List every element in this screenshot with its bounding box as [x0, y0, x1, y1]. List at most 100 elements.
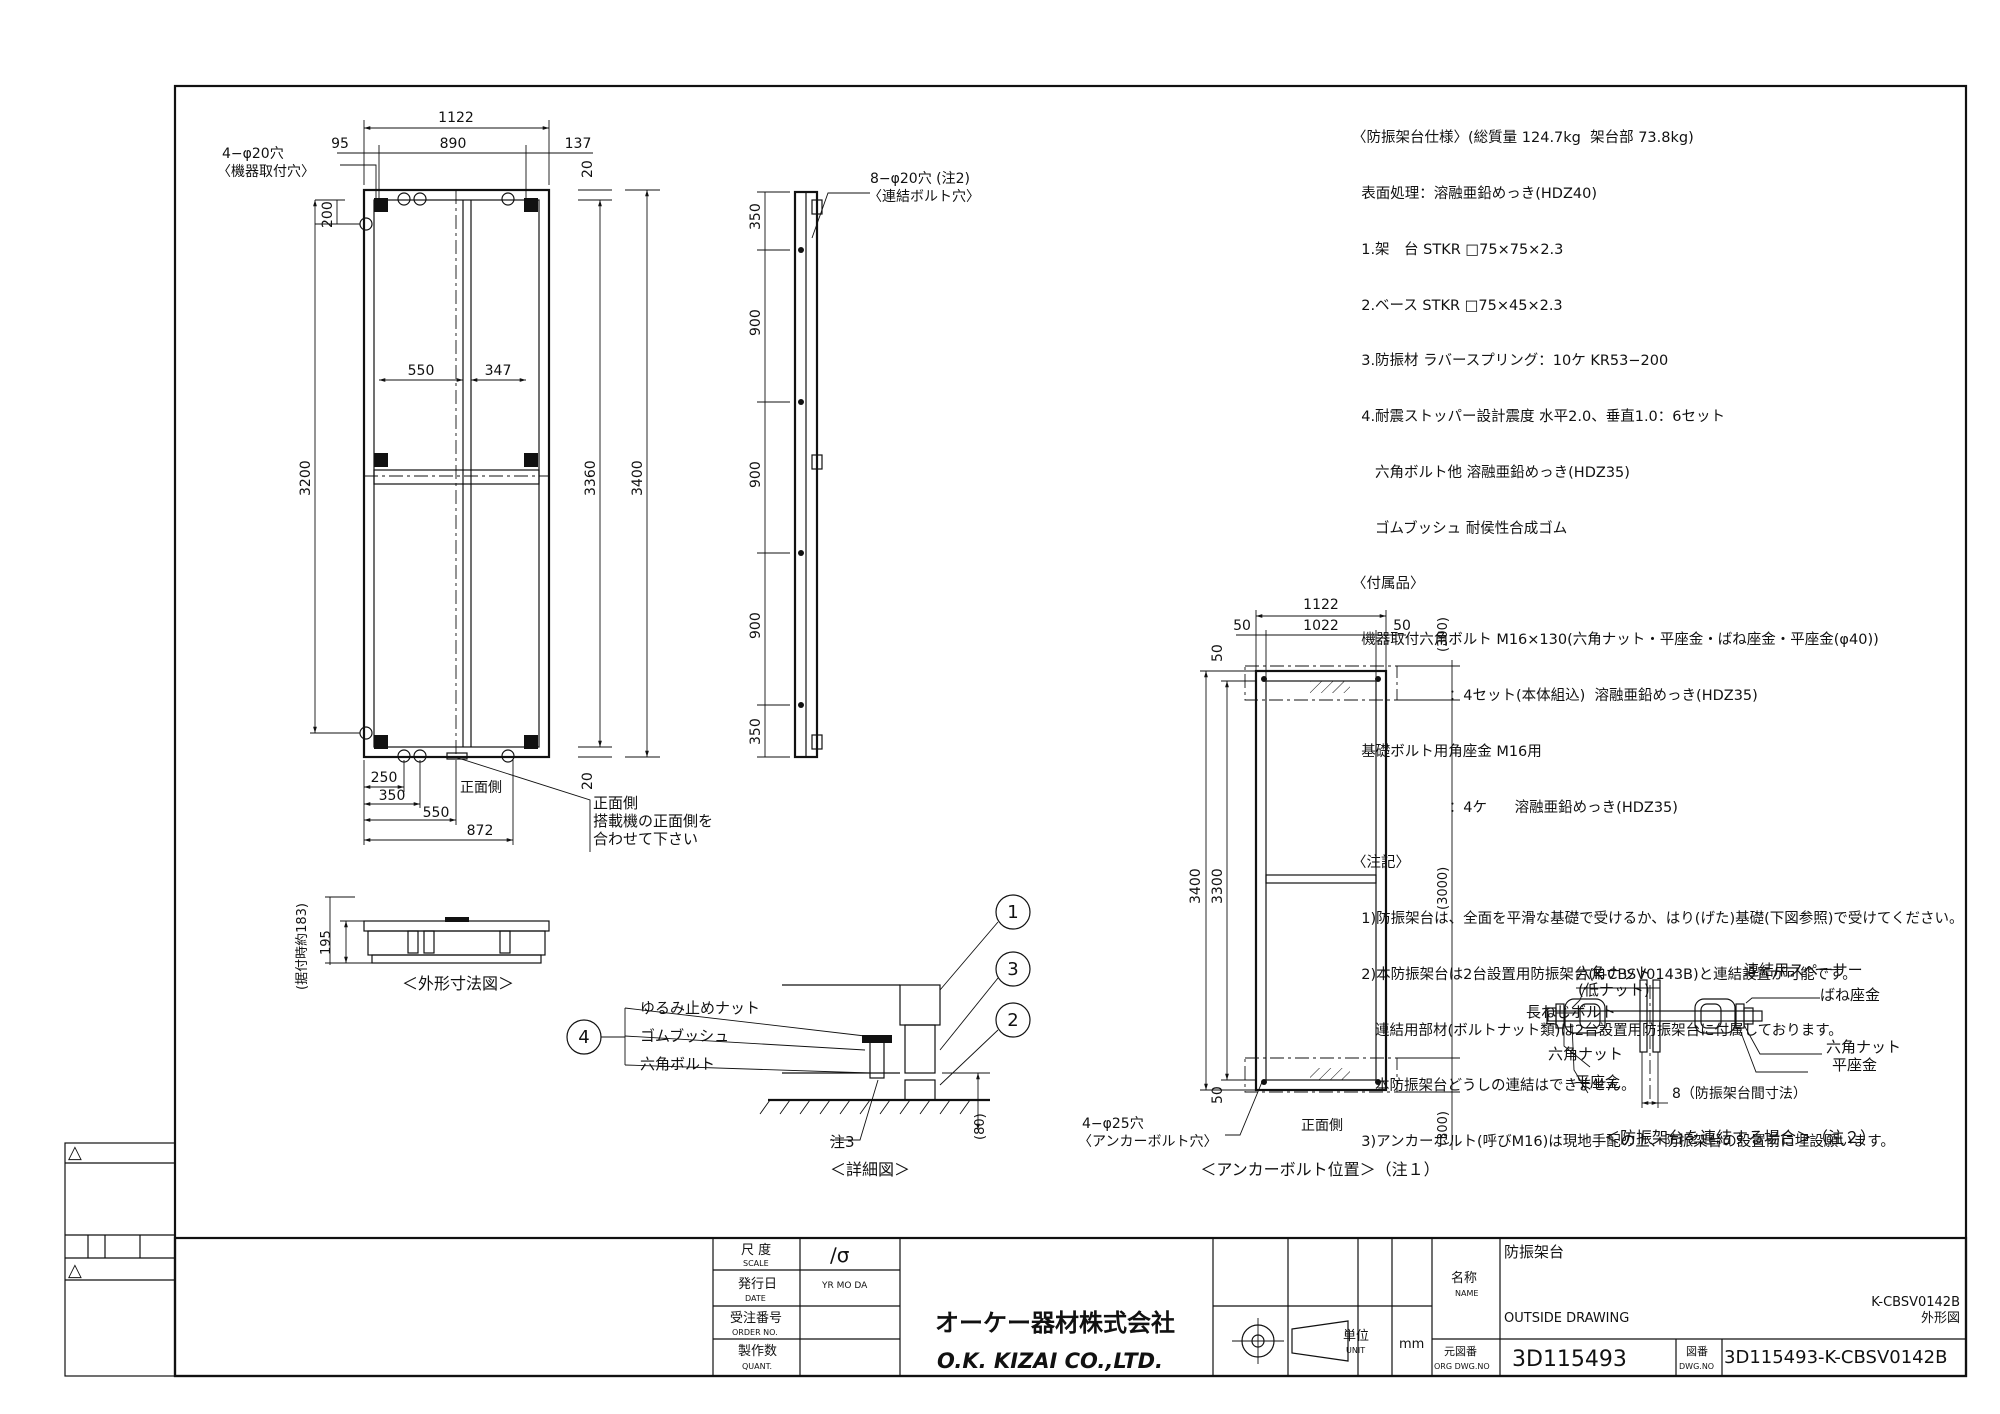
quantity-label: 製作数: [738, 1344, 777, 1359]
spec-line: 機器取付六角ボルト M16×130(六角ナット・平座金・ばね座金・平座金(φ40…: [1352, 632, 1879, 649]
plan-hole-label: 4−φ20穴: [222, 146, 284, 162]
anchor-dim-50-top: 50: [1210, 644, 1226, 662]
detail-note-3: 注3: [830, 1133, 855, 1151]
spec-line: 〈防振架台仕様〉(総質量 124.7kg 架台部 73.8kg): [1352, 130, 1694, 147]
connect-label-low-nut: (低ナット): [1578, 981, 1650, 999]
connect-label-spring-washer: ばね座金: [1820, 986, 1880, 1004]
unit-label-en: UNIT: [1346, 1346, 1365, 1355]
plan-dimensions: [310, 120, 660, 852]
scale-symbol: ∕σ: [830, 1243, 850, 1267]
revision-mark-2: △: [68, 1260, 82, 1281]
date-fields: YR MO DA: [821, 1281, 868, 1291]
name-value: 防振架台: [1504, 1243, 1564, 1261]
spec-line: 1.架 台 STKR □75×75×2.3: [1352, 241, 1564, 258]
connect-label-hex-nut: 六角ナット: [1576, 964, 1651, 982]
dwg-number: 3D115493-K-CBSV0142B: [1724, 1347, 1947, 1368]
plan-dim-20-bottom: 20: [580, 772, 596, 790]
spec-line: 1)防振架台は、全面を平滑な基礎で受けるか、はり(げた)基礎(下図参照)で受けて…: [1352, 911, 1964, 928]
anchor-hole-label: 4−φ25穴: [1082, 1116, 1144, 1132]
spec-line: 六角ボルト他 溶融亜鉛めっき(HDZ35): [1352, 464, 1630, 481]
callout-3: 3: [1007, 959, 1018, 980]
anchor-dim-3300: 3300: [1210, 868, 1226, 904]
detail-view: [566, 894, 1031, 1141]
name-label-en: NAME: [1455, 1289, 1478, 1298]
elevation-caption: ＜外形寸法図＞: [402, 974, 514, 993]
plan-view: [359, 188, 551, 763]
spec-line: 表面処理：溶融亜鉛めっき(HDZ40): [1352, 185, 1597, 202]
plan-dim-250: 250: [371, 770, 398, 786]
anchor-dim-300-top: (300): [1436, 617, 1451, 652]
anchor-view: [1200, 610, 1460, 1150]
plan-hole-purpose: 〈機器取付穴〉: [217, 164, 315, 180]
callout-2: 2: [1007, 1010, 1018, 1031]
unit-label: 単位: [1343, 1328, 1369, 1344]
spec-line: ：4セット(本体組込) 溶融亜鉛めっき(HDZ35): [1352, 688, 1758, 704]
detail-label-lock-nut: ゆるみ止めナット: [640, 999, 760, 1017]
spec-line: 3)アンカーボルト(呼びM16)は現地手配の上、防振架台の設置前に埋設願います。: [1352, 1134, 1895, 1151]
anchor-dim-50-left: 50: [1233, 618, 1251, 634]
scale-label: 尺 度: [741, 1242, 771, 1258]
org-dwg-number: 3D115493: [1512, 1347, 1627, 1372]
side-dim-350-bottom: 350: [748, 718, 764, 745]
elevation-dim-183: (据付時約183): [295, 903, 310, 990]
projection-symbol-icon: [1232, 1318, 1349, 1364]
spec-line: ：4ケ 溶融亜鉛めっき(HDZ35): [1352, 799, 1678, 816]
scale-label-en: SCALE: [743, 1259, 769, 1268]
plan-dim-20-top: 20: [580, 160, 596, 178]
title-block: [173, 1236, 1968, 1378]
front-note-line-2: 合わせて下さい: [593, 830, 698, 848]
anchor-front-label: 正面側: [1301, 1118, 1343, 1134]
connect-label-hex-nut-3: 六角ナット: [1826, 1038, 1901, 1056]
side-hole-purpose: 〈連結ボルト穴〉: [868, 189, 980, 205]
detail-label-rubber-bush: ゴムブッシュ: [640, 1027, 729, 1045]
side-dim-350-top: 350: [748, 203, 764, 230]
side-hole-label: 8−φ20穴 (注2): [870, 171, 970, 187]
spec-line: ゴムブッシュ 耐侯性合成ゴム: [1352, 520, 1568, 537]
front-note-line-1: 搭載機の正面側を: [593, 812, 713, 830]
anchor-dim-1022: 1022: [1303, 618, 1339, 634]
connect-label-flat-washer: 平座金: [1575, 1073, 1620, 1091]
spec-line: 4.耐震ストッパー設計震度 水平2.0、垂直1.0：6セット: [1352, 409, 1726, 426]
connect-label-flat-washer-2: 平座金: [1832, 1056, 1877, 1074]
callout-1: 1: [1007, 902, 1018, 923]
connect-label-spacer: 連結用スペーサー: [1744, 961, 1863, 979]
anchor-dim-3400: 3400: [1188, 868, 1204, 904]
detail-dim-80: (80): [973, 1113, 988, 1140]
spec-line: 2.ベース STKR □75×45×2.3: [1352, 297, 1563, 314]
plan-dim-1122: 1122: [438, 110, 474, 126]
outside-drawing-label: OUTSIDE DRAWING: [1504, 1311, 1629, 1326]
dwg-label-en: DWG.NO: [1679, 1362, 1714, 1371]
connect-view: [1546, 979, 1822, 1108]
plan-dim-350: 350: [379, 788, 406, 804]
order-label: 受注番号: [730, 1311, 782, 1326]
side-dim-900-2: 900: [748, 461, 764, 488]
anchor-caption: ＜アンカーボルト位置＞（注１）: [1200, 1160, 1439, 1179]
plan-dim-3360: 3360: [583, 460, 599, 496]
callout-4: 4: [578, 1027, 589, 1048]
quantity-label-en: QUANT.: [742, 1362, 772, 1371]
anchor-hole-purpose: 〈アンカーボルト穴〉: [1078, 1134, 1217, 1150]
dwg-label: 図番: [1686, 1345, 1708, 1358]
anchor-dim-1122: 1122: [1303, 597, 1339, 613]
spec-line: 〈注記〉: [1352, 855, 1410, 872]
name-label: 名称: [1451, 1270, 1477, 1286]
company-name-en: O.K. KIZAI CO.,LTD.: [937, 1349, 1163, 1373]
company-name-jp: オーケー器材株式会社: [935, 1309, 1175, 1337]
side-view: [757, 190, 870, 759]
front-note-title: 正面側: [593, 794, 638, 812]
connect-caption: ＜防振架台を連結する場合＞（注２）: [1604, 1128, 1876, 1147]
date-label: 発行日: [738, 1277, 777, 1292]
date-label-en: DATE: [745, 1294, 766, 1303]
spec-line: 本防振架台どうしの連結はできません。: [1352, 1078, 1636, 1095]
side-dim-900-3: 900: [748, 612, 764, 639]
plan-dim-3400: 3400: [630, 460, 646, 496]
plan-dim-347: 347: [485, 363, 512, 379]
anchor-dim-50-bottom: 50: [1210, 1086, 1226, 1104]
revision-mark-1: △: [68, 1142, 82, 1163]
plan-dim-550b: 550: [423, 805, 450, 821]
side-dim-900-1: 900: [748, 309, 764, 336]
detail-caption: ＜詳細図＞: [830, 1160, 910, 1179]
plan-front-label: 正面側: [460, 780, 502, 796]
unit-value: mm: [1399, 1337, 1424, 1352]
